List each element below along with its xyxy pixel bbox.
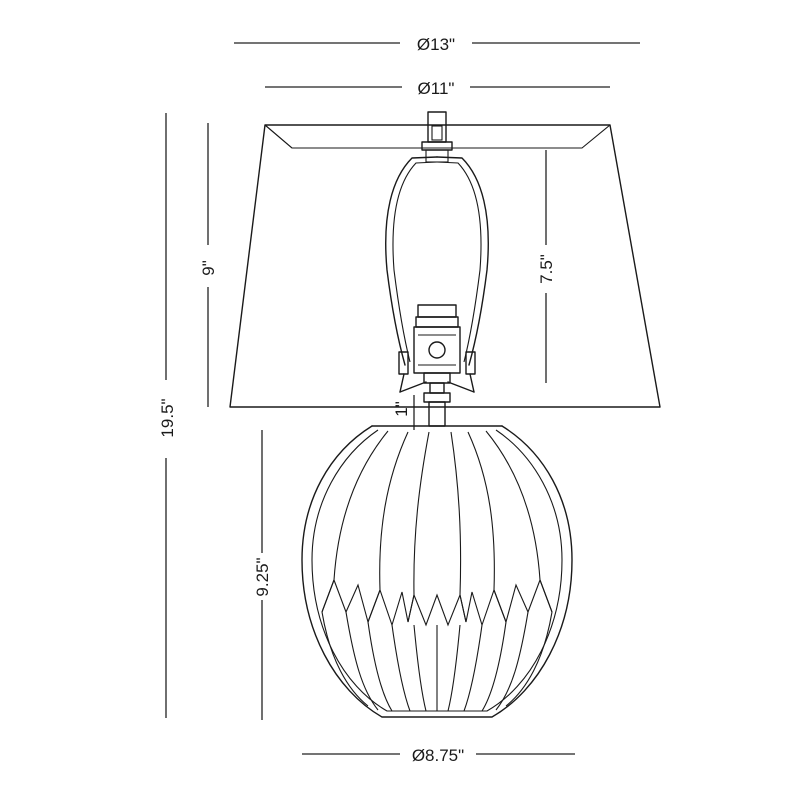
dim-label-11: Ø11" <box>418 79 455 98</box>
lamp-shade <box>229 124 661 408</box>
dim-label-9: 9" <box>199 260 218 276</box>
dim-label-7-5: 7.5" <box>537 254 556 284</box>
dim-label-9-25: 9.25" <box>253 557 272 596</box>
harp <box>385 156 489 393</box>
socket <box>413 304 461 384</box>
dim-label-13: Ø13" <box>417 35 455 54</box>
dim-base-height: 9.25" <box>253 430 272 720</box>
dim-shade-width-13: Ø13" <box>234 35 640 54</box>
dim-harp-height: 7.5" <box>537 150 556 383</box>
neck <box>423 382 451 427</box>
lamp-base <box>301 425 573 718</box>
dim-overall-height: 19.5" <box>158 113 177 718</box>
dim-base-width: Ø8.75" <box>302 746 575 765</box>
dim-neck-height: 1" <box>392 395 415 430</box>
dim-shade-height: 9" <box>199 123 218 407</box>
dim-shade-width-11: Ø11" <box>265 79 610 98</box>
finial <box>421 111 453 163</box>
dim-label-19-5: 19.5" <box>158 398 177 437</box>
dim-label-8-75: Ø8.75" <box>412 746 464 765</box>
base-fluting <box>321 430 553 712</box>
dim-label-1: 1" <box>392 401 411 417</box>
